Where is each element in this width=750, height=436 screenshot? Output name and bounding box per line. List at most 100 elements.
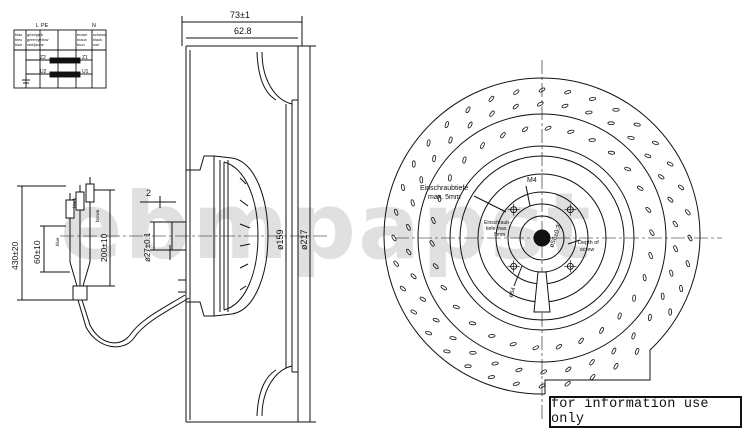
- blade-slot: [448, 174, 452, 182]
- blade-slot: [432, 263, 439, 270]
- conductor-label-blue: blue: [55, 237, 60, 246]
- blade-slots: [391, 87, 693, 389]
- blade-slot: [393, 260, 399, 267]
- blade-slot: [589, 97, 597, 101]
- blade-slot: [634, 347, 640, 355]
- wiring-colour-row: blau: [15, 33, 22, 37]
- blade-slot: [391, 234, 397, 242]
- blade-slot: [649, 229, 655, 236]
- blade-slot: [509, 342, 517, 347]
- blade-slot: [513, 89, 520, 95]
- blade-slot: [522, 126, 529, 132]
- blade-slot: [488, 95, 495, 102]
- conductor-label-black: black: [72, 197, 77, 208]
- blade-slot: [627, 135, 635, 140]
- blade-slot: [637, 185, 644, 191]
- blade-slot: [448, 136, 453, 144]
- side-view: [60, 16, 330, 423]
- blade-slot: [429, 240, 435, 247]
- blade-slot: [512, 381, 520, 386]
- blade-slot: [555, 344, 562, 350]
- label-depth-en-1: Depth of: [578, 240, 599, 246]
- watermark-text: ebmpapst: [60, 173, 593, 280]
- blade-slot: [578, 337, 584, 344]
- blade-slot: [444, 121, 450, 129]
- blade-slot: [612, 108, 620, 112]
- blade-slot: [401, 183, 405, 191]
- label-screw-depth-de: Einschraubtiefe: [420, 185, 468, 192]
- wiring-colour-row: vert/jaune: [27, 43, 44, 47]
- blade-slot: [465, 106, 471, 114]
- label-inner-de-1: Einschraub-: [484, 220, 511, 226]
- wiring-colour-row: black: [93, 38, 102, 42]
- blade-slot: [561, 103, 569, 109]
- blade-slot: [611, 347, 617, 355]
- blade-slot: [410, 309, 418, 315]
- blade-slot: [489, 110, 495, 117]
- blade-slot: [607, 121, 615, 126]
- side-view-dimensions: 73±1 62.8 2 ø27±0.1 ø159 ø217: [143, 10, 309, 262]
- blade-slot: [538, 383, 546, 389]
- wiring-label-pe: PE: [41, 23, 49, 29]
- blade-slot: [648, 252, 653, 259]
- blade-slot: [431, 217, 436, 224]
- blade-slot: [406, 248, 412, 256]
- blade-slot: [642, 274, 647, 282]
- blade-slot: [599, 327, 604, 334]
- blade-slot: [624, 166, 632, 172]
- blade-slot: [462, 156, 467, 164]
- cable-dimensions: 430±20 60±10 200±10 blue black brown: [10, 197, 109, 270]
- wiring-colour-row: green/yellow: [27, 38, 49, 42]
- blade-slot: [679, 285, 683, 293]
- blade-slot: [394, 208, 399, 216]
- screw-hole: [507, 260, 520, 273]
- conductor-label-brown: brown: [95, 209, 100, 222]
- blade-slot: [469, 350, 477, 355]
- blade-slot: [673, 245, 678, 253]
- notice-text: for information use only: [551, 397, 709, 427]
- blade-slot: [512, 103, 519, 110]
- blade-slot: [467, 121, 473, 129]
- wiring-diagram: [13, 29, 107, 89]
- blade-slot: [685, 260, 690, 268]
- blade-slot: [668, 308, 673, 316]
- blade-slot: [544, 125, 552, 131]
- terminal-z2: Z2: [40, 55, 46, 61]
- blade-slot: [678, 184, 685, 191]
- blade-slot: [432, 317, 440, 323]
- front-view: [383, 60, 722, 420]
- label-inner-de-3: 5mm: [494, 232, 505, 238]
- blade-slot: [452, 304, 460, 310]
- blade-slot: [666, 161, 674, 167]
- wiring-colour-row: grün/gelb: [27, 33, 43, 37]
- wiring-label-n: N: [92, 23, 96, 29]
- blade-slot: [449, 336, 457, 341]
- wiring-colour-row: bleu: [15, 38, 22, 42]
- label-screw-depth-de-value: max. 5mm: [428, 194, 461, 201]
- blade-slot: [440, 285, 447, 291]
- screw-hole: [564, 203, 577, 216]
- blade-slot: [538, 87, 546, 93]
- blade-slot: [617, 312, 622, 320]
- blade-slot: [532, 345, 540, 351]
- dim-strip-length: 60±10: [32, 240, 42, 264]
- blade-slot: [585, 110, 593, 115]
- dim-hub-dia: ø27±0.1: [143, 232, 152, 262]
- screw-hole: [564, 260, 577, 273]
- dim-outer-dia: ø217: [299, 229, 309, 250]
- blade-slot: [564, 381, 571, 387]
- label-thread: M4: [527, 177, 537, 184]
- blade-slot: [660, 292, 665, 300]
- blade-slot: [399, 285, 406, 292]
- dim-sleeve-length: 200±10: [99, 233, 109, 262]
- label-inner-de-2: tiefe max.: [486, 226, 508, 232]
- dim-lead-length: 430±20: [10, 241, 20, 270]
- screw-hole: [507, 203, 520, 216]
- blade-slot: [437, 194, 442, 202]
- blade-slot: [672, 220, 678, 228]
- wiring-labels: L PE N blau grün/gelb schwarz brown brau…: [15, 23, 107, 75]
- blade-slot: [537, 101, 544, 107]
- blade-slot: [491, 361, 499, 366]
- blade-slot: [607, 150, 616, 155]
- notice-box: for information use only: [549, 396, 742, 428]
